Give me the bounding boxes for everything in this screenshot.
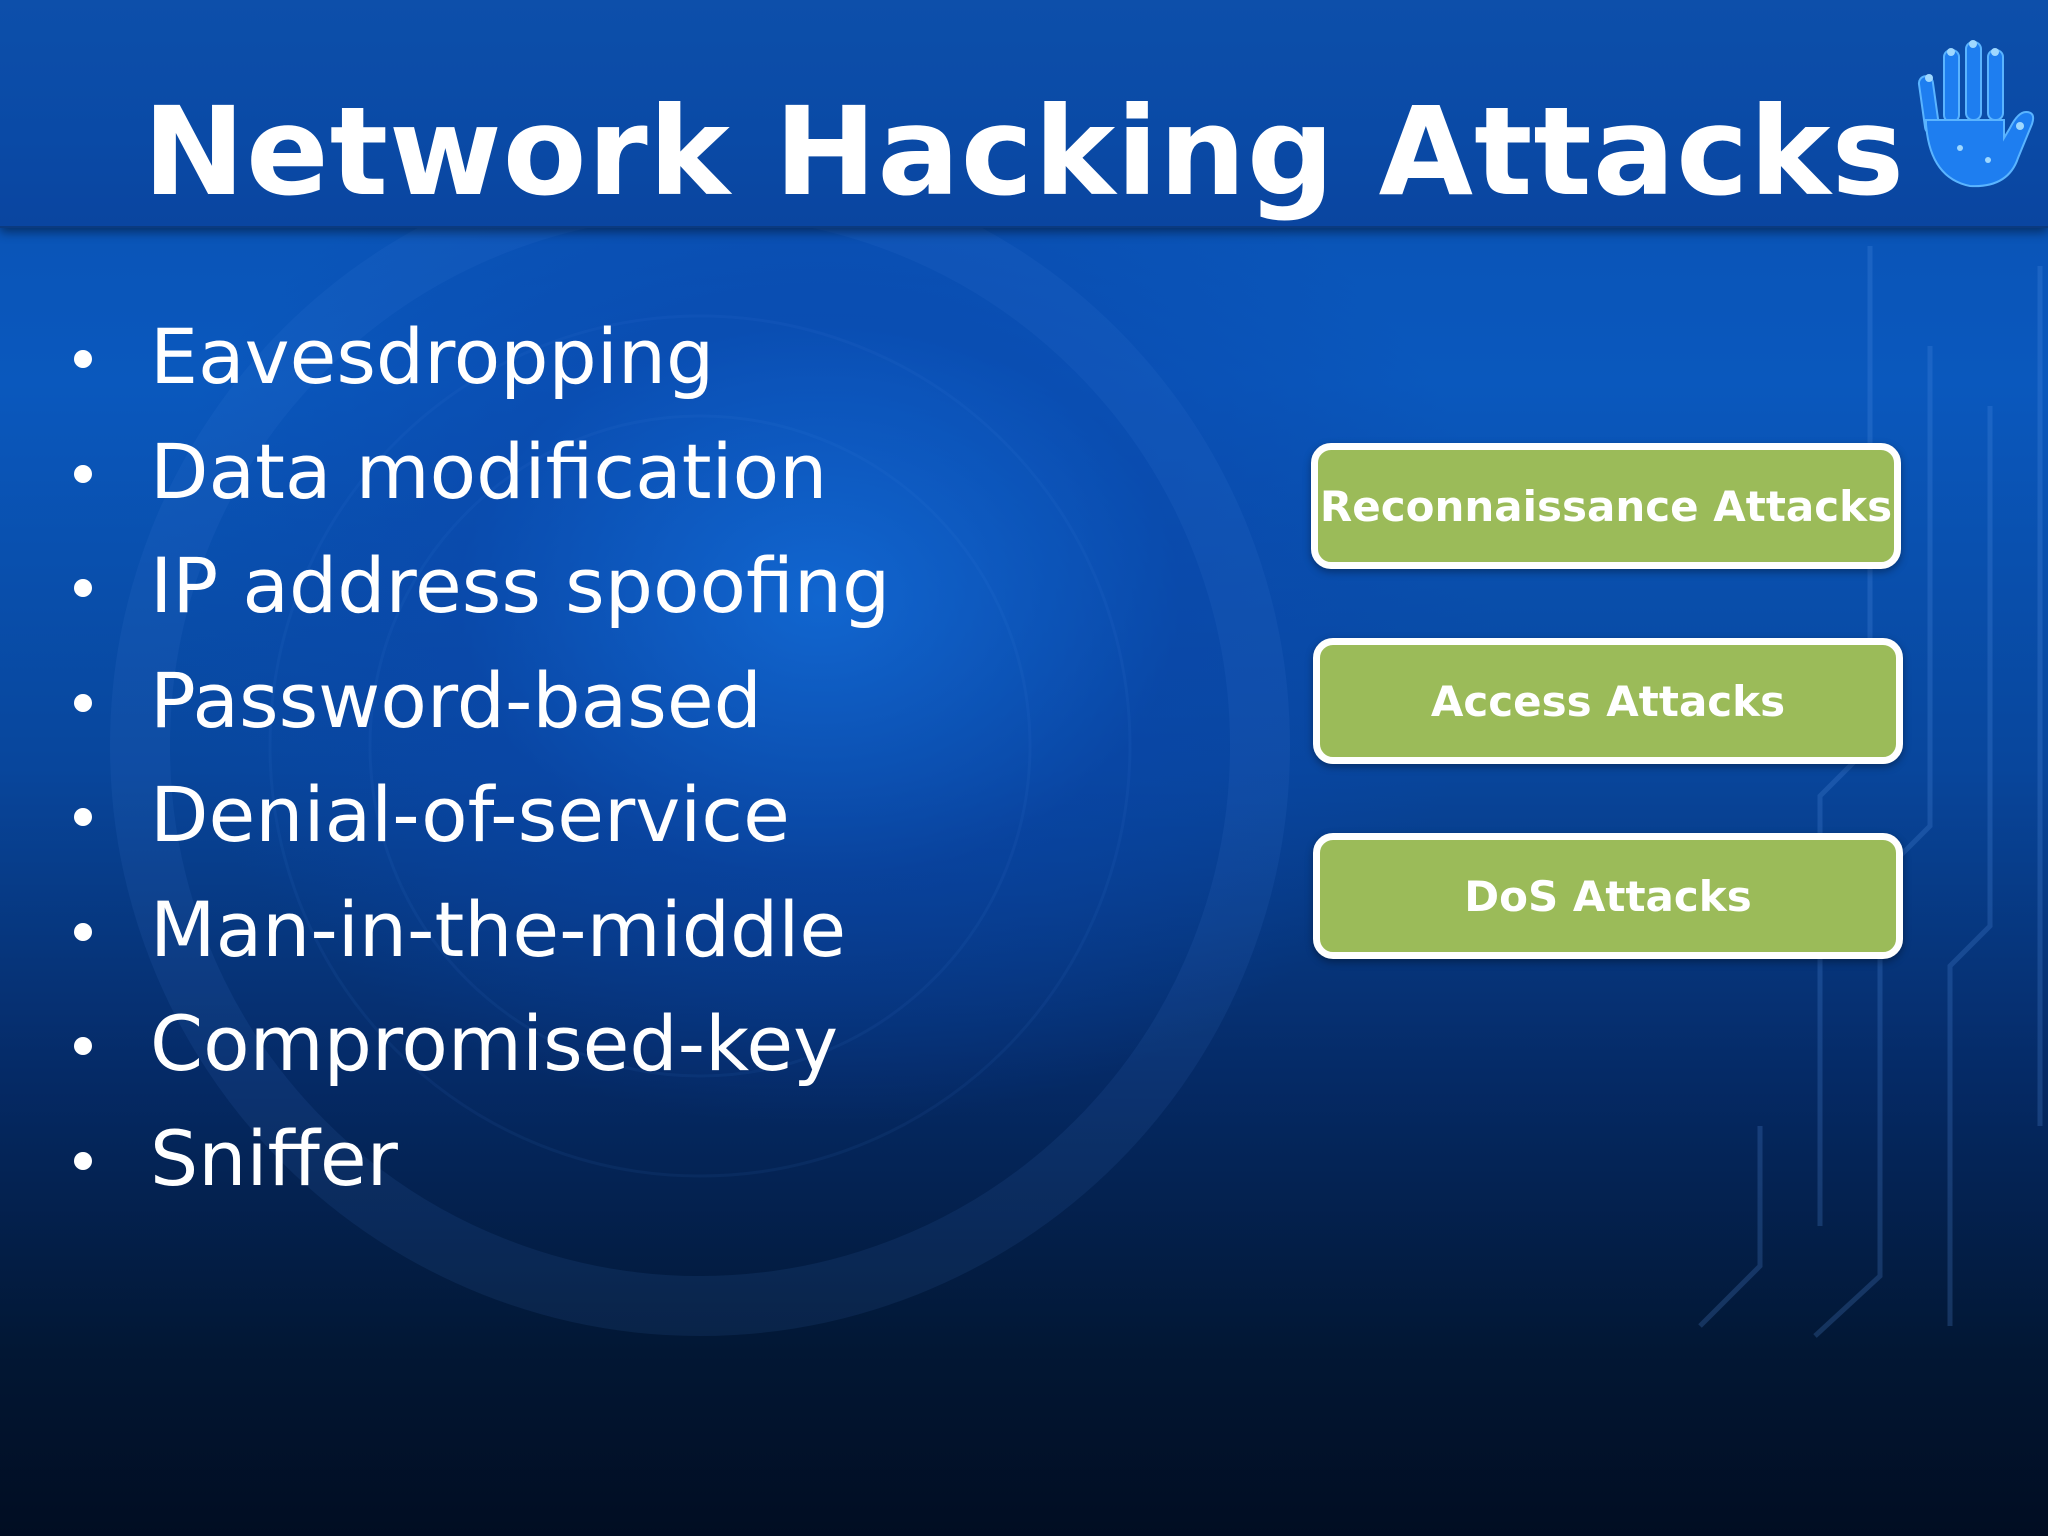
hand-print-icon — [1917, 40, 2035, 188]
reconnaissance-attacks-button[interactable]: Reconnaissance Attacks — [1311, 443, 1901, 569]
circuit-background-decoration — [110, 226, 2043, 1338]
bullet-icon — [74, 922, 92, 941]
bullet-icon — [74, 464, 92, 483]
bullet-icon — [74, 1151, 92, 1170]
access-attacks-button[interactable]: Access Attacks — [1313, 638, 1903, 764]
bullet-icon — [74, 1037, 92, 1055]
dos-attacks-button[interactable]: DoS Attacks — [1313, 833, 1903, 959]
bullet-icon — [74, 579, 92, 597]
slide-title: Network Hacking Attacks — [142, 81, 1906, 223]
title-bar: Network Hacking Attacks — [0, 0, 2048, 228]
bullet-icon — [74, 808, 92, 826]
bullet-icon — [74, 350, 92, 368]
bullet-icon — [74, 693, 92, 712]
